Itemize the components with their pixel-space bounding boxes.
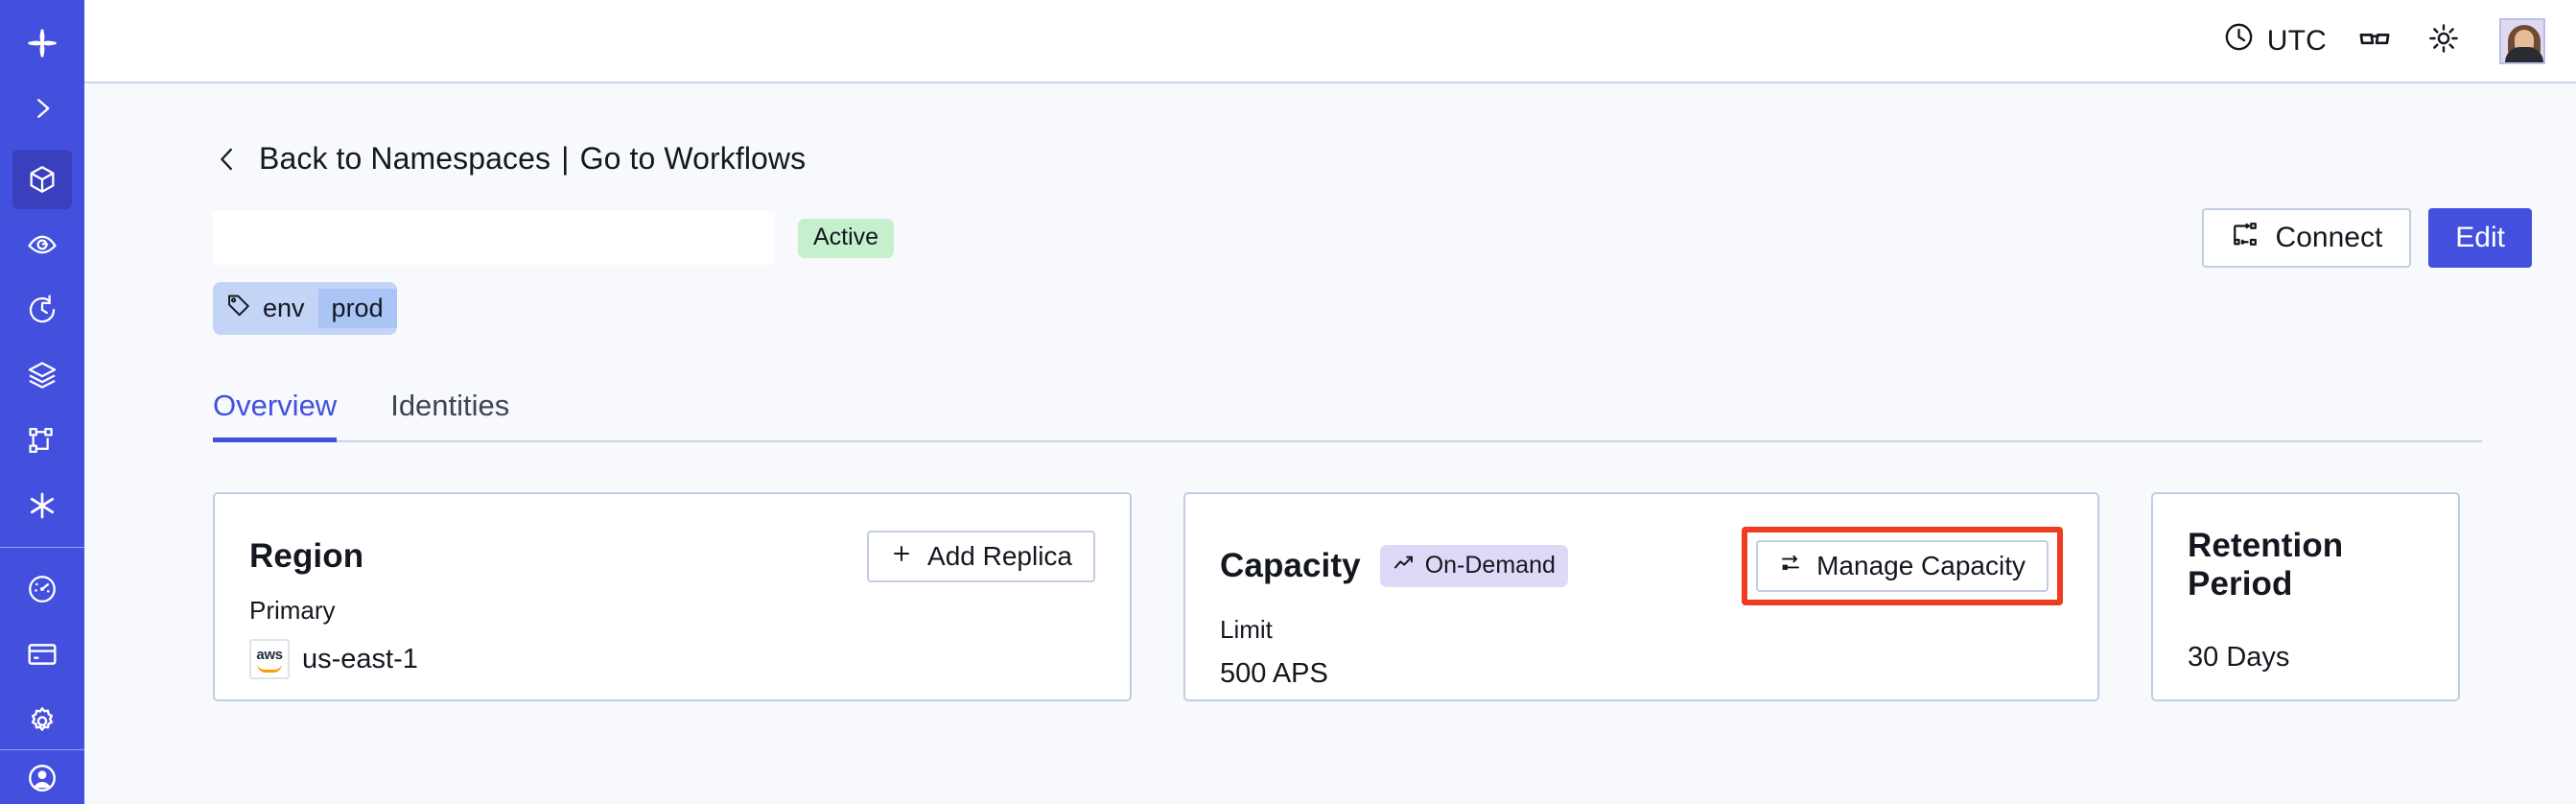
connect-button[interactable]: Connect: [2201, 208, 2412, 268]
breadcrumb: Back to Namespaces | Go to Workflows: [213, 141, 2532, 177]
glasses-icon: [2357, 21, 2392, 60]
sidebar-item-settings[interactable]: [12, 690, 72, 749]
page-title: [213, 211, 775, 265]
page-title-row: Active Co: [213, 208, 2532, 268]
asterisk-icon: [26, 489, 59, 522]
temporal-logo-icon: [25, 26, 59, 60]
connect-icon: [2231, 220, 2260, 256]
sidebar-divider-2: [0, 749, 84, 750]
region-card-title: Region: [249, 537, 364, 575]
chevron-left-icon[interactable]: [213, 143, 242, 176]
region-value-row: aws us-east-1: [249, 639, 1095, 679]
page-content: Back to Namespaces | Go to Workflows Act…: [84, 83, 2576, 804]
primary-sidebar: [0, 0, 84, 804]
tab-bar: Overview Identities: [213, 389, 2482, 442]
avatar-body: [2505, 46, 2543, 62]
breadcrumb-separator: |: [561, 141, 570, 176]
retention-card-header: Retention Period: [2188, 527, 2424, 603]
clock-icon: [2223, 21, 2255, 60]
account-circle-icon: [26, 762, 59, 799]
eye-icon: [26, 228, 59, 261]
clock-rewind-icon: [26, 294, 59, 326]
reader-mode-button[interactable]: [2340, 14, 2409, 68]
aws-icon-text: aws: [256, 647, 283, 663]
region-value: us-east-1: [302, 643, 418, 674]
retention-value: 30 Days: [2188, 642, 2290, 673]
user-avatar[interactable]: [2499, 17, 2545, 64]
breadcrumb-workflows-link[interactable]: Go to Workflows: [579, 141, 807, 176]
capacity-card-header: Capacity On-Demand: [1220, 527, 2063, 605]
tab-overview[interactable]: Overview: [213, 389, 338, 442]
sidebar-item-logo[interactable]: [12, 13, 72, 73]
manage-capacity-label: Manage Capacity: [1816, 551, 2026, 580]
tag-icon: [226, 293, 251, 324]
sitemap-icon: [26, 424, 59, 457]
edit-button-label: Edit: [2455, 222, 2505, 253]
sidebar-item-history[interactable]: [12, 280, 72, 340]
page-action-buttons: Connect Edit: [2201, 208, 2532, 268]
capacity-limit-value: 500 APS: [1220, 658, 1328, 689]
overview-cards: Region Add Replica: [213, 492, 2532, 701]
breadcrumb-back-link[interactable]: Back to Namespaces: [259, 141, 551, 176]
capacity-card: Capacity On-Demand: [1183, 492, 2099, 701]
plus-icon: [890, 541, 913, 572]
timezone-button[interactable]: UTC: [2210, 13, 2340, 68]
add-replica-label: Add Replica: [927, 541, 1072, 571]
retention-card: Retention Period 30 Days: [2151, 492, 2460, 701]
trending-up-icon: [1393, 552, 1416, 579]
tag-row: env prod: [213, 282, 2532, 335]
sidebar-item-namespaces[interactable]: [12, 150, 72, 209]
tag-value: prod: [317, 289, 397, 328]
on-demand-badge-label: On-Demand: [1424, 552, 1556, 579]
tab-identities[interactable]: Identities: [390, 389, 510, 422]
credit-card-icon: [26, 638, 59, 671]
region-card-header: Region Add Replica: [249, 527, 1095, 586]
manage-capacity-highlight: Manage Capacity: [1742, 527, 2063, 605]
on-demand-badge: On-Demand: [1379, 545, 1568, 587]
sidebar-item-integrations[interactable]: [12, 476, 72, 535]
sliders-icon: [1779, 551, 1802, 581]
capacity-card-title: Capacity: [1220, 547, 1361, 584]
sidebar-item-usage[interactable]: [12, 559, 72, 619]
main-column: UTC: [84, 0, 2576, 804]
sidebar-item-layers[interactable]: [12, 345, 72, 405]
sun-icon: [2427, 22, 2460, 59]
header-actions-group: UTC: [2210, 13, 2545, 68]
cube-icon: [26, 163, 59, 196]
sidebar-item-account[interactable]: [12, 750, 72, 804]
timezone-label: UTC: [2266, 24, 2327, 57]
connect-button-label: Connect: [2275, 222, 2383, 253]
top-header: UTC: [84, 0, 2576, 83]
retention-card-title: Retention Period: [2188, 527, 2344, 603]
sidebar-item-expand[interactable]: [12, 79, 72, 138]
aws-icon: aws: [249, 639, 290, 679]
capacity-limit-label: Limit: [1220, 615, 1273, 644]
layers-icon: [26, 359, 59, 391]
aws-swoosh: [257, 664, 282, 673]
capacity-card-action: Manage Capacity: [1742, 527, 2063, 605]
sidebar-divider-1: [0, 547, 84, 548]
tag-key: env: [263, 294, 305, 322]
add-replica-button[interactable]: Add Replica: [867, 531, 1095, 582]
status-badge: Active: [798, 218, 895, 258]
namespace-tag[interactable]: env prod: [213, 282, 397, 335]
edit-button[interactable]: Edit: [2428, 208, 2532, 268]
gauge-icon: [26, 573, 59, 605]
region-primary-label: Primary: [249, 596, 336, 625]
theme-toggle-button[interactable]: [2409, 14, 2478, 68]
region-card-action: Add Replica: [867, 531, 1095, 582]
sidebar-item-observability[interactable]: [12, 215, 72, 274]
manage-capacity-button[interactable]: Manage Capacity: [1756, 540, 2049, 592]
region-card: Region Add Replica: [213, 492, 1132, 701]
sidebar-item-workflows[interactable]: [12, 411, 72, 470]
gear-icon: [26, 703, 59, 736]
sidebar-item-billing[interactable]: [12, 625, 72, 684]
chevron-right-icon: [28, 94, 57, 123]
